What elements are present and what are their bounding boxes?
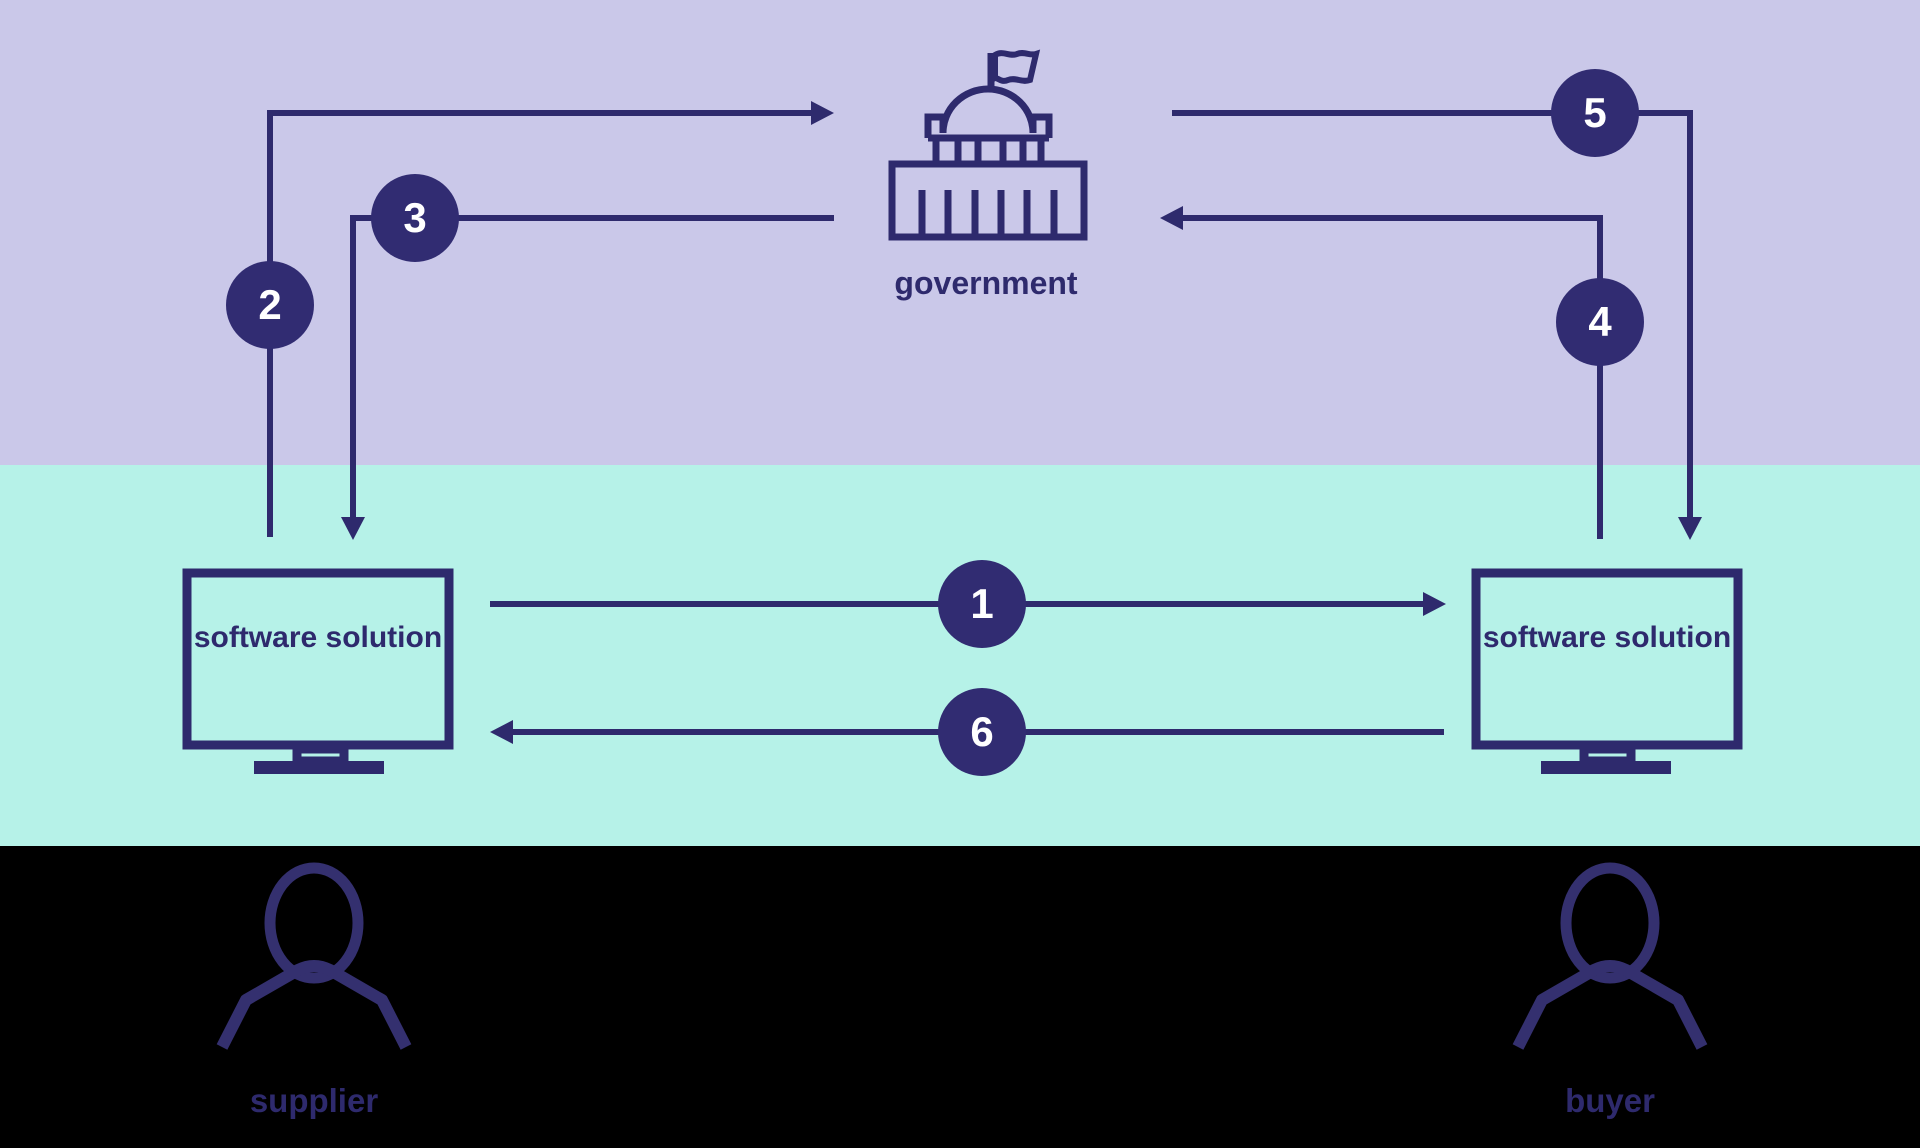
monitor-icon-supplier: [182, 568, 454, 774]
step-badge-4: 4: [1556, 278, 1644, 366]
government-base: [888, 160, 1088, 241]
person-head: [1560, 862, 1660, 984]
flow-2-arrowhead-icon: [811, 101, 834, 125]
government-attic-sides: [932, 138, 1045, 164]
flow-3-line: [350, 215, 834, 518]
supplier-label: supplier: [249, 1082, 379, 1119]
step-badge-5: 5: [1551, 69, 1639, 157]
government-building-icon: [888, 49, 1088, 241]
monitor-neck: [1579, 744, 1636, 766]
people-zone-background: [0, 846, 1920, 1148]
flow-arrow-3: [341, 215, 834, 540]
monitor-icon-buyer: [1471, 568, 1743, 774]
government-columns: [918, 190, 1058, 234]
flow-6-arrowhead-icon: [490, 720, 513, 744]
flow-arrow-4: [1160, 206, 1603, 539]
step-badge-2: 2: [226, 261, 314, 349]
government-window-left: [954, 134, 982, 168]
flow-1-arrowhead-icon: [1423, 592, 1446, 616]
flow-4-arrowhead-icon: [1160, 206, 1183, 230]
monitor-neck: [292, 744, 349, 766]
monitor-base: [1541, 761, 1671, 774]
person-shoulders: [1512, 960, 1708, 1050]
government-label: government: [894, 265, 1078, 301]
monitor-screen: [182, 568, 454, 750]
step-badge-1: 1: [938, 560, 1026, 648]
flow-arrow-5: [1172, 110, 1702, 540]
flow-4-line: [1183, 215, 1603, 539]
person-shoulders: [216, 960, 412, 1050]
step-badge-6: 6: [938, 688, 1026, 776]
government-flag: [992, 49, 1041, 84]
monitor-screen: [1471, 568, 1743, 750]
flow-arrow-2: [267, 101, 834, 537]
flow-5-arrowhead-icon: [1678, 517, 1702, 540]
buyer-label: buyer: [1565, 1082, 1655, 1119]
flow-5-line: [1172, 110, 1693, 518]
supplier-software-label: software solution: [193, 621, 443, 654]
government-dome: [939, 85, 1037, 134]
person-icon-buyer: [1512, 862, 1708, 1050]
monitor-base: [254, 761, 384, 774]
person-icon-supplier: [216, 862, 412, 1050]
person-head: [264, 862, 364, 984]
flow-3-arrowhead-icon: [341, 517, 365, 540]
buyer-software-label: software solution: [1482, 621, 1732, 654]
government-window-right: [999, 134, 1027, 168]
step-badge-3: 3: [371, 174, 459, 262]
flow-2-line: [267, 110, 812, 537]
